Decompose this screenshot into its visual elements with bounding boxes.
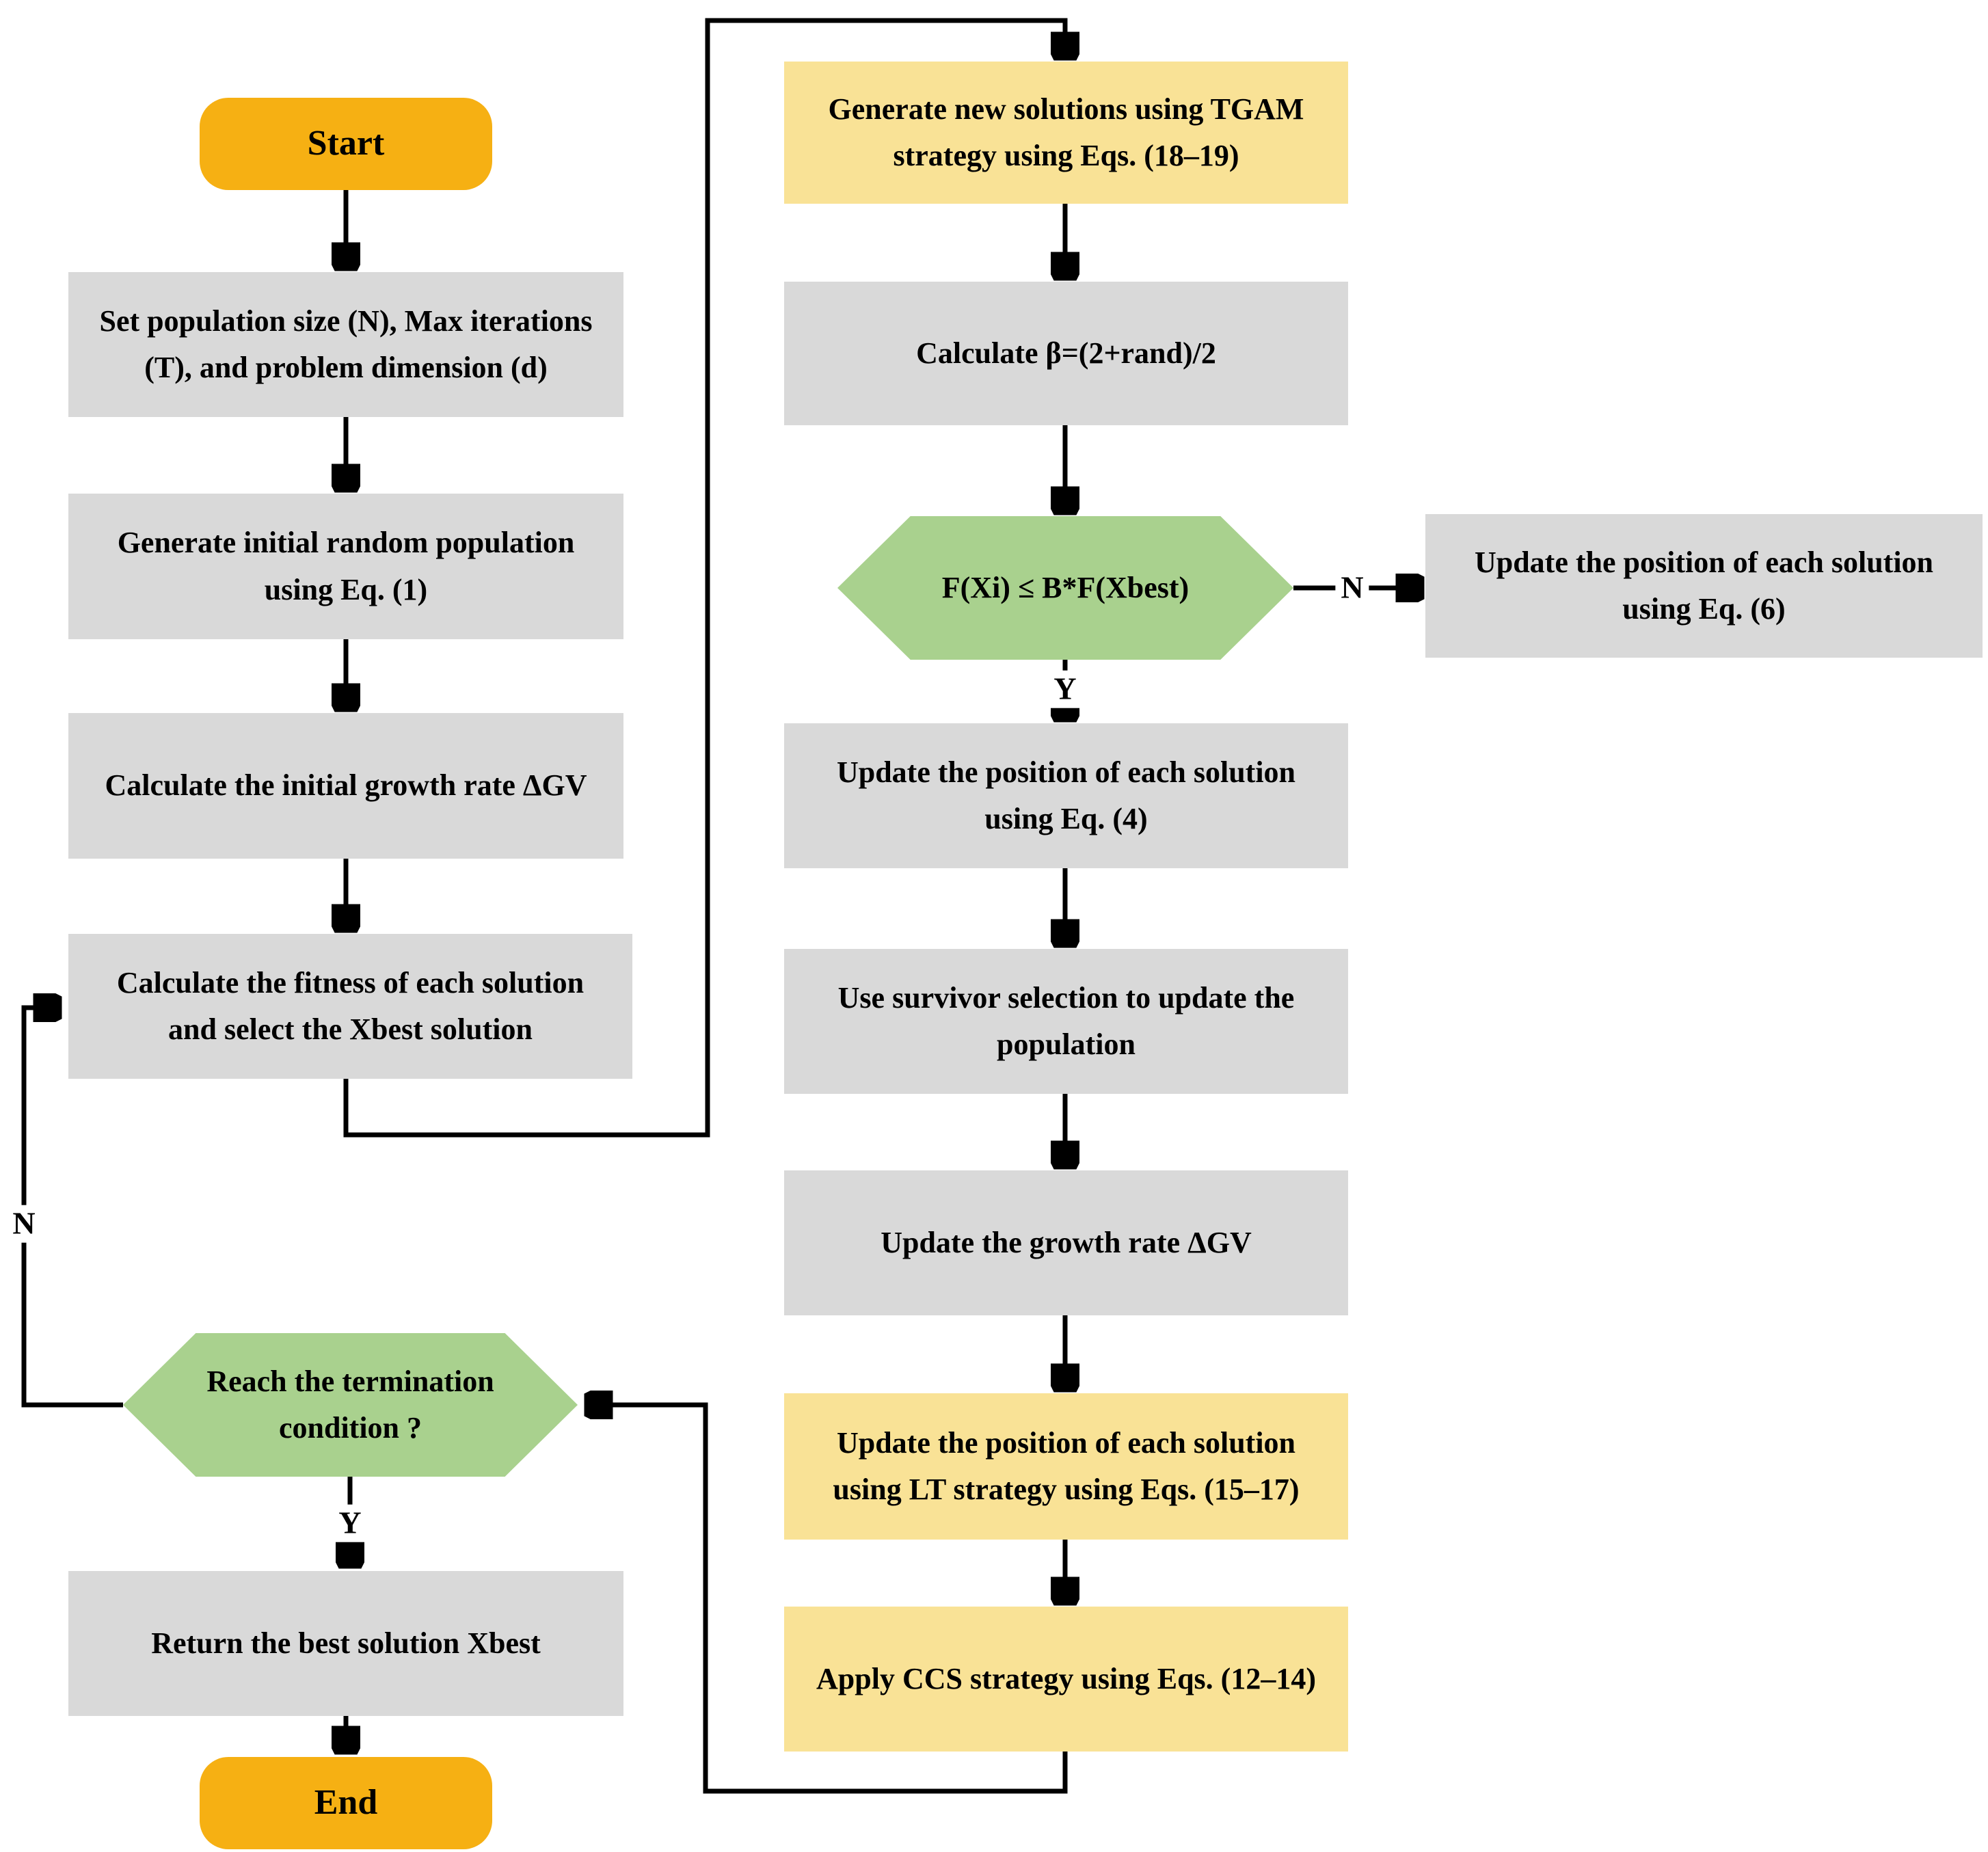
node-update-position-eq4: Update the position of each solution usi… xyxy=(784,723,1348,868)
node-calculate-beta: Calculate β=(2+rand)/2 xyxy=(784,282,1348,425)
node-update-position-eq6: Update the position of each solution usi… xyxy=(1425,514,1983,658)
node-lt-strategy: Update the position of each solution usi… xyxy=(784,1393,1348,1540)
node-ccs-strategy: Apply CCS strategy using Eqs. (12–14) xyxy=(784,1607,1348,1752)
edge-ccs-to-cond-termination xyxy=(590,1405,1068,1794)
node-termination-condition: Reach the termination condition ? xyxy=(123,1333,578,1477)
branch-label-fitness-yes: Y xyxy=(1048,670,1082,708)
node-start: Start xyxy=(200,98,492,190)
node-return-best-solution: Return the best solution Xbest xyxy=(68,1571,623,1716)
node-fitness-condition: F(Xi) ≤ B*F(Xbest) xyxy=(837,516,1293,660)
node-end: End xyxy=(200,1757,492,1849)
node-initial-growth-rate: Calculate the initial growth rate ΔGV xyxy=(68,713,623,859)
branch-label-termination-yes: Y xyxy=(333,1504,367,1542)
node-tgam-strategy: Generate new solutions using TGAM strate… xyxy=(784,62,1348,204)
edge-fitness-to-tgam xyxy=(343,18,1065,1138)
node-update-growth-rate: Update the growth rate ΔGV xyxy=(784,1170,1348,1315)
branch-label-termination-no: N xyxy=(7,1205,41,1243)
node-fitness-and-select-xbest: Calculate the fitness of each solution a… xyxy=(68,934,632,1079)
node-generate-initial-population: Generate initial random population using… xyxy=(68,494,623,639)
node-survivor-selection: Use survivor selection to update the pop… xyxy=(784,949,1348,1094)
node-set-parameters: Set population size (N), Max iterations … xyxy=(68,272,623,417)
branch-label-fitness-no: N xyxy=(1335,569,1369,607)
